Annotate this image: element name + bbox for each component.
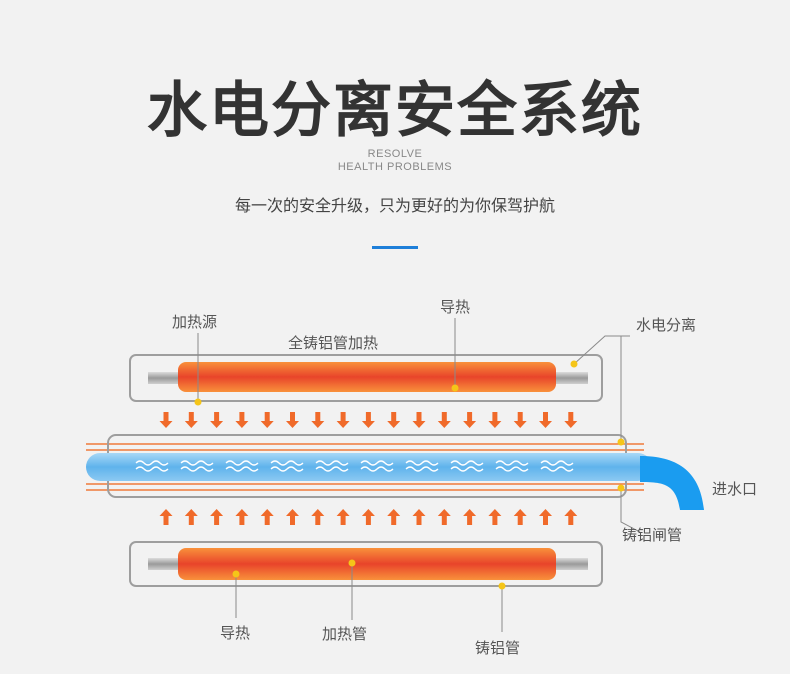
arrow-down-icon bbox=[387, 412, 401, 428]
wave-icon bbox=[360, 460, 394, 466]
arrow-up-icon bbox=[159, 509, 173, 525]
label-water-inlet: 进水口 bbox=[712, 480, 758, 498]
wave-icon bbox=[405, 466, 439, 472]
arrow-up-icon bbox=[210, 509, 224, 525]
wave-icon bbox=[270, 466, 304, 472]
arrow-up-icon bbox=[361, 509, 375, 525]
leader-dots bbox=[194, 360, 625, 590]
wave-icon bbox=[450, 460, 484, 466]
slogan: 每一次的安全升级，只为更好的为你保驾护航 bbox=[234, 196, 555, 215]
arrow-up-icon bbox=[184, 509, 198, 525]
wave-icon bbox=[360, 466, 394, 472]
arrow-up-icon bbox=[539, 509, 552, 525]
wave-icon bbox=[540, 466, 574, 472]
arrow-up-icon bbox=[235, 509, 249, 525]
arrow-down-icon bbox=[159, 412, 173, 428]
wave-icon bbox=[225, 466, 259, 472]
bottom-heating-unit bbox=[129, 541, 603, 587]
label-heat-conduction-bottom: 导热 bbox=[220, 624, 251, 642]
accent-divider bbox=[372, 246, 418, 249]
arrow-up-icon bbox=[260, 509, 274, 525]
arrow-up-icon bbox=[387, 509, 401, 525]
arrow-up-icon bbox=[286, 509, 299, 525]
arrow-down-icon bbox=[437, 412, 451, 428]
wave-icon bbox=[495, 466, 529, 472]
leader-lines bbox=[197, 318, 641, 632]
arrow-down-icon bbox=[539, 412, 552, 428]
arrow-down-icon bbox=[184, 412, 198, 428]
arrow-up-icon bbox=[488, 509, 502, 525]
arrow-down-icon bbox=[210, 412, 224, 428]
wave-icon bbox=[540, 460, 574, 466]
arrow-up-icon bbox=[437, 509, 451, 525]
arrow-up-icon bbox=[513, 509, 527, 525]
arrow-down-icon bbox=[564, 412, 578, 428]
arrow-up-icon bbox=[336, 509, 350, 525]
water-waves bbox=[135, 460, 574, 472]
arrow-down-icon bbox=[412, 412, 426, 428]
arrow-down-icon bbox=[286, 412, 299, 428]
arrow-up-icon bbox=[564, 509, 578, 525]
wave-icon bbox=[450, 466, 484, 472]
bottom-heating-element bbox=[178, 548, 556, 580]
heat-arrows-down bbox=[159, 412, 578, 428]
wave-icon bbox=[225, 460, 259, 466]
wave-icon bbox=[405, 460, 439, 466]
label-full-cast-aluminum: 全铸铝管加热 bbox=[288, 334, 379, 352]
wave-icon bbox=[270, 460, 304, 466]
heat-arrows-up bbox=[159, 509, 578, 525]
label-heating-tube: 加热管 bbox=[322, 625, 368, 643]
arrow-down-icon bbox=[463, 412, 477, 428]
arrow-down-icon bbox=[260, 412, 274, 428]
arrow-down-icon bbox=[488, 412, 502, 428]
page-title: 水电分离安全系统 bbox=[147, 76, 643, 146]
label-heat-conduction-top: 导热 bbox=[440, 298, 471, 316]
wave-icon bbox=[180, 466, 214, 472]
water-pipe-assembly bbox=[86, 434, 704, 510]
label-cast-aluminum-tube: 铸铝管 bbox=[475, 639, 521, 657]
label-cast-aluminum-gate-pipe: 铸铝闸管 bbox=[622, 526, 683, 544]
water-channel bbox=[86, 453, 652, 481]
wave-icon bbox=[135, 460, 169, 466]
arrow-down-icon bbox=[336, 412, 350, 428]
subtitle-en-line1: RESOLVE bbox=[367, 148, 423, 160]
arrow-down-icon bbox=[361, 412, 375, 428]
water-inlet-pipe bbox=[640, 456, 704, 510]
top-heating-unit bbox=[129, 354, 603, 402]
arrow-up-icon bbox=[412, 509, 426, 525]
arrow-down-icon bbox=[235, 412, 249, 428]
subtitle-en-line2: HEALTH PROBLEMS bbox=[337, 161, 453, 173]
wave-icon bbox=[180, 460, 214, 466]
wave-icon bbox=[135, 466, 169, 472]
label-water-electric-separation: 水电分离 bbox=[636, 316, 697, 334]
label-heat-source: 加热源 bbox=[172, 313, 218, 331]
wave-icon bbox=[495, 460, 529, 466]
arrow-down-icon bbox=[513, 412, 527, 428]
arrow-down-icon bbox=[311, 412, 325, 428]
arrow-up-icon bbox=[311, 509, 325, 525]
top-heating-element bbox=[178, 362, 556, 392]
wave-icon bbox=[315, 460, 349, 466]
wave-icon bbox=[315, 466, 349, 472]
arrow-up-icon bbox=[463, 509, 477, 525]
